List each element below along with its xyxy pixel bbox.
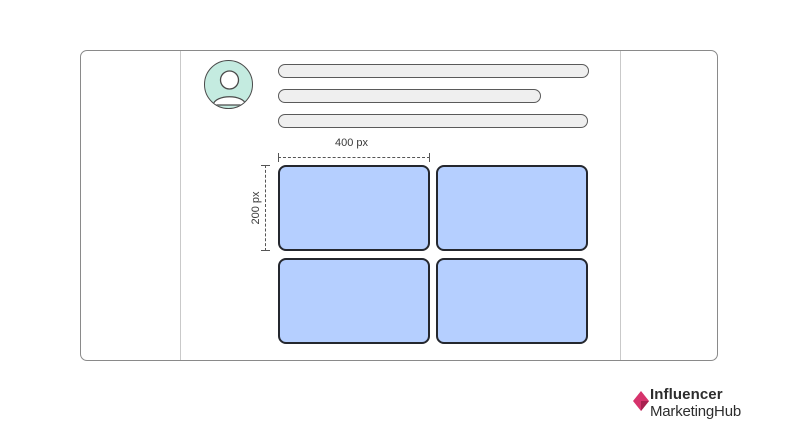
grid-tile-top-left <box>278 165 430 251</box>
right-column-divider <box>620 51 621 360</box>
brand-name-line2: MarketingHub <box>650 403 741 420</box>
profile-text-line-1 <box>278 64 589 78</box>
brand-mark-icon <box>633 391 649 411</box>
grid-tile-top-right <box>436 165 588 251</box>
width-dimension-label: 400 px <box>335 137 369 149</box>
width-dimension-line <box>278 153 430 162</box>
profile-text-line-2 <box>278 89 541 103</box>
brand-name-line1: Influencer <box>650 386 723 403</box>
user-avatar-icon <box>204 60 253 109</box>
left-column-divider <box>180 51 181 360</box>
grid-tile-bottom-left <box>278 258 430 344</box>
height-dimension-line <box>261 165 270 251</box>
grid-tile-bottom-right <box>436 258 588 344</box>
brand-logo: Influencer MarketingHub <box>632 384 772 424</box>
profile-text-line-3 <box>278 114 588 128</box>
height-dimension-label: 200 px <box>250 191 262 225</box>
